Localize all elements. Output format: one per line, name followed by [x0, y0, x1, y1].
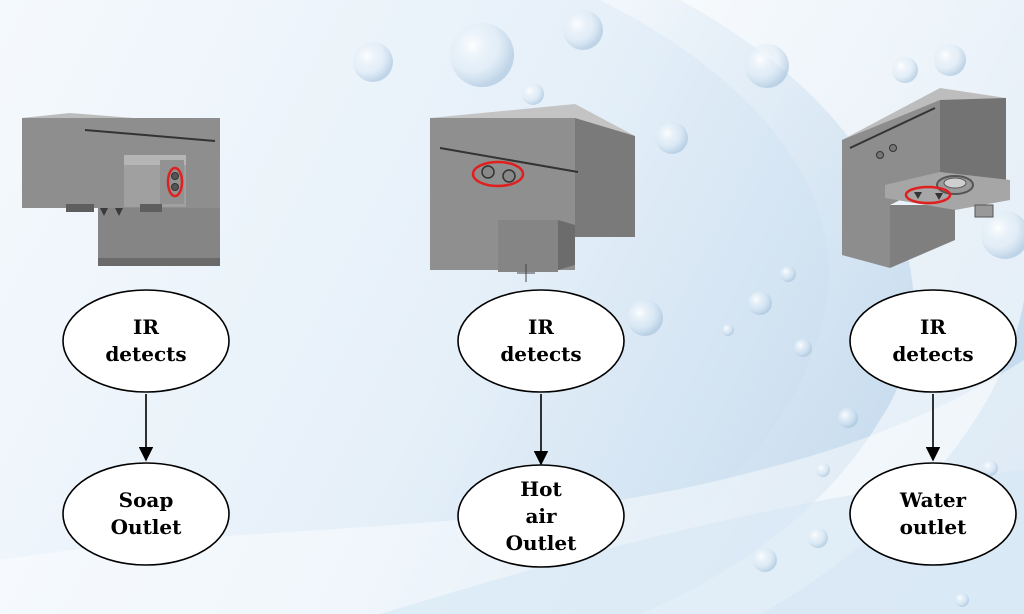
- soap-dispenser-module-icon: [22, 113, 220, 266]
- flow-arrows: [138, 394, 941, 466]
- hand-dryer-module-icon: [430, 104, 635, 282]
- outlet-node-3-shape: [849, 462, 1017, 566]
- outlet-node-2-shape: [457, 464, 625, 568]
- water-tap-module-icon: [842, 88, 1010, 268]
- sensor-node-1-shape: [62, 289, 230, 393]
- outlet-node-1-shape: [62, 462, 230, 566]
- sensor-node-3-shape: [849, 289, 1017, 393]
- sensor-node-2-shape: [457, 289, 625, 393]
- flow-nodes: [62, 289, 1017, 568]
- water-bubbles: [353, 10, 1024, 607]
